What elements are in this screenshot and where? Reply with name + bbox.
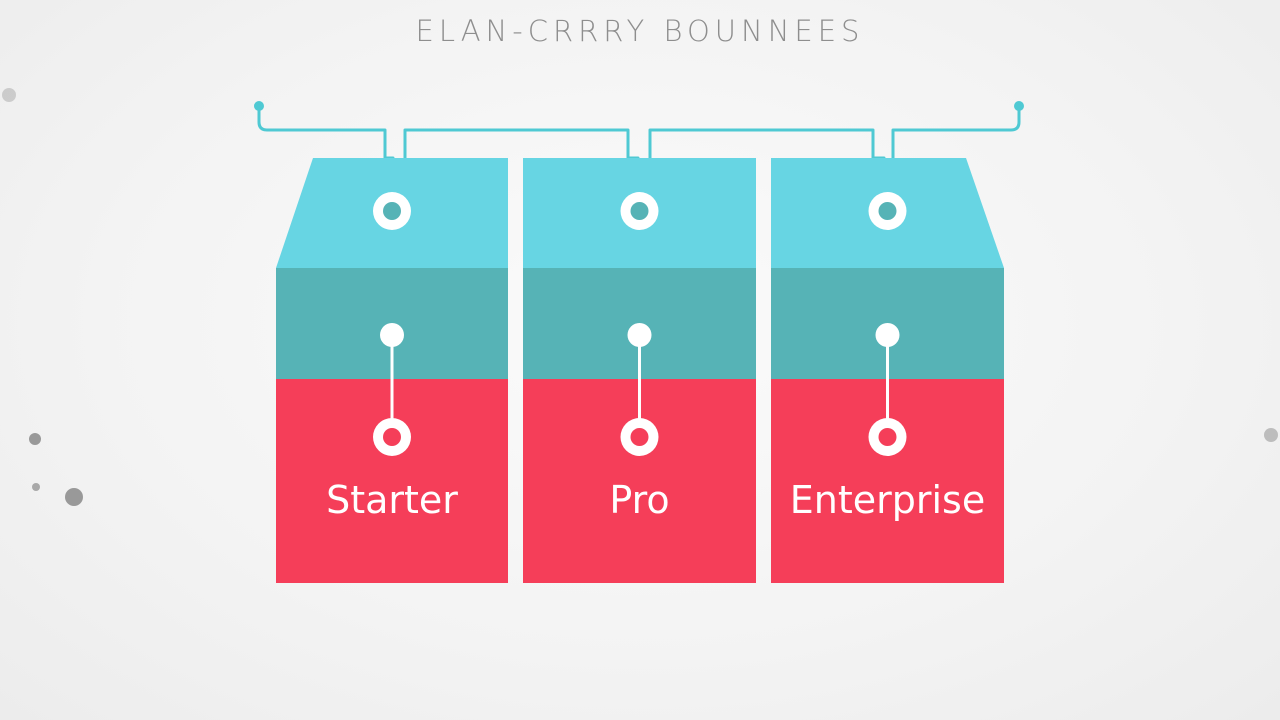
decorative-dot [2, 88, 16, 102]
connector-endpoint [1014, 101, 1024, 111]
tier-label: Enterprise [790, 478, 985, 522]
connector-line [257, 104, 395, 190]
stem-top-dot [627, 323, 652, 347]
stem-top-dot [875, 323, 900, 347]
tier-label: Pro [609, 478, 669, 522]
slide-heading: ELAN-CRRRY BOUNNEES [415, 14, 865, 48]
tier-column-pro: Pro [523, 158, 756, 583]
decorative-dot [1264, 428, 1278, 442]
top-ring-hole [383, 202, 401, 220]
decorative-dot [29, 433, 41, 445]
tier-columns: Starter Pro Enterprise [276, 158, 1004, 583]
bottom-ring-hole [878, 428, 897, 446]
top-ring-hole [630, 202, 649, 220]
tier-column-starter: Starter [276, 158, 508, 583]
stem-top-dot [380, 323, 404, 347]
connector-line [891, 104, 1021, 160]
decorative-dot [65, 488, 83, 506]
connector-endpoint [254, 101, 264, 111]
tier-label: Starter [326, 478, 458, 522]
bottom-ring-hole [383, 428, 401, 446]
tier-column-enterprise: Enterprise [771, 158, 1004, 583]
decorative-dot [32, 483, 40, 491]
bottom-ring-hole [630, 428, 649, 446]
top-ring-hole [878, 202, 897, 220]
